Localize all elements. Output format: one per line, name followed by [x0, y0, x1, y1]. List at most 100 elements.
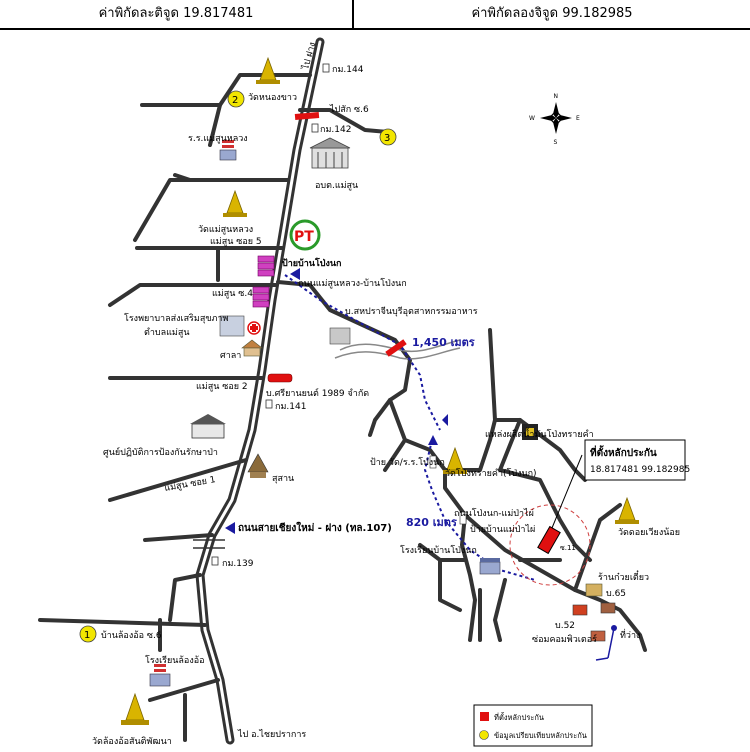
label-main-road: ถนนสายเชียงใหม่ - ฝาง (ทล.107)	[238, 521, 392, 534]
noodle-shop-icon	[585, 583, 603, 597]
label-house-65: บ.65	[606, 589, 626, 599]
temple-icon	[615, 496, 639, 524]
school-icon	[219, 140, 237, 161]
label-empty-land: ที่ว่าง	[620, 628, 640, 641]
label-ban-long-or: บ้านล้องอ้อ ซ.6	[101, 630, 162, 641]
route-path	[284, 274, 536, 581]
km-post-icon	[311, 123, 319, 133]
cemetery-icon	[247, 453, 269, 478]
label-sign-mae-pa-phai: ป้ายบ้านแม่ป่าไผ่	[470, 524, 535, 535]
pt-logo-text: PT	[294, 229, 314, 245]
label-forest-center: ศูนย์ปฏิบัติการป้องกันรักษาป่า	[103, 446, 218, 458]
label-wat-mae-suan: วัดแม่สูนหลวง	[198, 225, 253, 235]
sala-icon	[241, 339, 263, 357]
site-title: ที่ตั้งหลักประกัน	[590, 445, 657, 459]
label-soi5: แม่สูน ซอย 5	[210, 237, 262, 247]
site-info-box: ที่ตั้งหลักประกัน 18.817481 99.182985	[584, 439, 690, 481]
label-site-marker: ซ.11	[560, 544, 576, 552]
label-wat-pong-sai: วัดโป่งทรายคำ(โป่งนก)	[445, 468, 537, 479]
comparable-marker-1: 1	[79, 625, 97, 643]
legend: ที่ตั้งหลักประกัน ข้อมูลเปรียบเทียบหลักป…	[473, 704, 593, 747]
signpost-icon	[459, 511, 467, 525]
hospital-icon	[219, 315, 261, 337]
side-roads	[38, 73, 647, 742]
header-divider	[352, 0, 354, 28]
km-post-icon	[265, 399, 273, 409]
km-post-icon	[322, 63, 330, 73]
label-cemetery: สุสาน	[272, 474, 294, 484]
comparable-marker-3: 3	[379, 128, 397, 146]
label-school-mae-suan: ร.ร.แม่สูนหลวง	[188, 134, 248, 144]
school-icon	[479, 558, 501, 575]
compass-s: S	[554, 139, 558, 146]
longitude-label: ค่าพิกัดลองจิจูด 99.182985	[471, 6, 633, 21]
label-ban-pong-nok: ป้ายบ้านโป่งนก	[282, 257, 342, 269]
compass-e: E	[576, 115, 580, 122]
comparable-marker-2: 2	[227, 90, 245, 108]
site-radius	[509, 504, 591, 586]
label-road-mae-suan: ถนนแม่สูนหลวง-บ้านโป่งนก	[298, 278, 407, 289]
government-office-icon	[309, 137, 351, 169]
label-school-pong-nok: โรงเรียนบ้านโป่งนก	[400, 545, 477, 556]
label-wat-doi-wiang: วัดดอยเวียงน้อย	[618, 527, 680, 538]
label-dist-820: 820 เมตร	[406, 516, 457, 529]
computer-shop-icon	[590, 630, 606, 642]
temple-icon	[223, 189, 247, 217]
label-house-52: บ.52	[555, 621, 575, 631]
compass-rose: N S E W	[529, 93, 580, 146]
car-icon	[267, 373, 293, 383]
label-to-sak-6: ไปสัก ซ.6	[329, 104, 369, 115]
label-factory: บ.สหปราจีนบุรีอุตสาหกรรมอาหาร	[345, 306, 478, 317]
site-callout-line	[551, 454, 583, 529]
main-highway	[195, 37, 325, 745]
label-wat-long-or: วัดล้องอ้อสันติพัฒนา	[92, 736, 172, 747]
latitude-label: ค่าพิกัดละติจูด 19.817481	[98, 6, 254, 21]
legend-site-swatch	[480, 712, 489, 721]
temple-icon	[443, 446, 467, 474]
label-noodle-shop: ร้านก๋วยเตี๋ยว	[598, 570, 649, 583]
label-km139: กม.139	[222, 559, 254, 569]
label-to-chai-prakan: ไป อ.ไชยปราการ	[237, 729, 306, 740]
label-car-company: บ.ศรียานยนต์ 1989 จำกัด	[266, 387, 369, 399]
legend-site-label: ที่ตั้งหลักประกัน	[494, 712, 544, 722]
label-km142: กม.142	[320, 125, 351, 135]
label-km144: กม.144	[332, 65, 364, 75]
km-post-icon	[211, 556, 219, 566]
label-soi4: แม่สูน ซ.4	[212, 289, 253, 299]
label-wat-nong-khao: วัดหนองขาว	[248, 93, 297, 103]
bridge	[193, 539, 225, 549]
oil-source-icon	[522, 424, 538, 440]
label-sign-wat: ป้าย วัด/ร.ร.โป่งนก	[370, 457, 445, 468]
crossing-marker	[294, 111, 320, 121]
pt-logo-icon: PT	[289, 219, 321, 251]
marker-1-text: 1	[84, 630, 90, 641]
label-km141: กม.141	[275, 402, 306, 412]
label-computer-shop: ซ่อมคอมพิวเตอร์	[532, 633, 597, 645]
label-district-office: อบต.แม่สูน	[315, 181, 358, 191]
label-hospital-2: ตำบลแม่สูน	[144, 327, 190, 338]
legend-comparable-swatch	[479, 730, 489, 740]
site-marker	[537, 525, 561, 555]
label-oil-source: แหล่งผลิตน้ำมันโป่งทรายคำ	[485, 427, 594, 440]
school-icon	[149, 664, 171, 687]
marker-3-text: 3	[384, 133, 390, 144]
route-arrows	[225, 268, 448, 534]
river	[334, 339, 461, 360]
label-dist-1450: 1,450 เมตร	[412, 336, 475, 349]
legend-comparable-label: ข้อมูลเปรียบเทียบหลักประกัน	[494, 731, 587, 740]
forest-center-icon	[190, 414, 226, 439]
label-sala: ศาลา	[220, 351, 241, 361]
site-coords: 18.817481 99.182985	[590, 465, 690, 475]
empty-land-pointer	[595, 625, 617, 661]
label-soi2: แม่สูน ซอย 2	[196, 382, 248, 392]
signpost-icon	[429, 455, 437, 469]
factory-icon	[329, 327, 351, 345]
temple-icon	[256, 56, 280, 84]
crossing-marker	[385, 339, 407, 357]
coordinates-header: ค่าพิกัดละติจูด 19.817481 ค่าพิกัดลองจิจ…	[0, 0, 750, 30]
label-school-long-or: โรงเรียนล้องอ้อ	[145, 655, 205, 666]
marker-2-text: 2	[232, 95, 238, 106]
label-road-pong-nok: ถนนโป่งนก-แม่ป่าไผ่	[454, 508, 534, 519]
